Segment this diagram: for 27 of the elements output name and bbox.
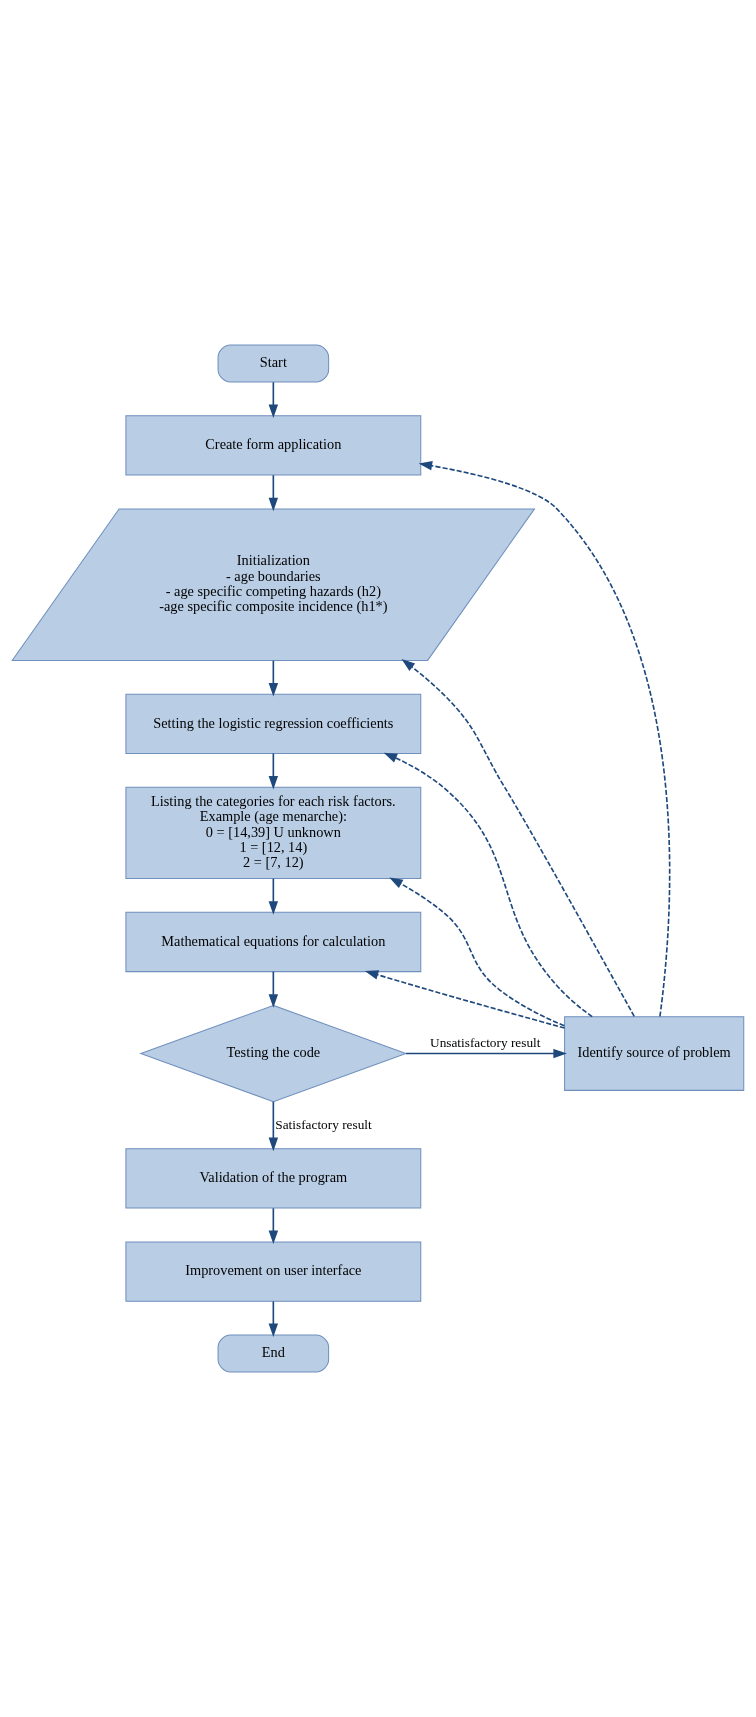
- arrow: [268, 1207, 279, 1245]
- arrow: [268, 970, 279, 1008]
- arrow: [401, 659, 635, 1018]
- node-box: Create form application: [125, 415, 422, 476]
- arrow: [405, 1048, 567, 1059]
- node-box: Mathematical equations for calculation: [125, 911, 422, 973]
- node-box: End: [217, 1334, 330, 1373]
- node-diamond: Testing the code: [139, 1004, 408, 1103]
- arrow: [364, 970, 566, 1029]
- node-box: Start: [217, 344, 330, 383]
- node-box: Listing the categories for each risk factors. Example (age menarche): 0 = [14,39] U unknown 1 = [12, 14) 2 = [7, 12): [125, 786, 422, 879]
- arrow: [268, 474, 279, 512]
- node-box: Validation of the program: [125, 1148, 422, 1209]
- node-box: Identify source of problem: [564, 1016, 745, 1091]
- edge-label: Unsatisfactory result: [430, 1034, 541, 1050]
- node-box: Setting the logistic regression coefficients: [125, 693, 422, 755]
- arrow: [389, 877, 566, 1027]
- arrow: [268, 381, 279, 418]
- arrow: [268, 1300, 279, 1338]
- arrow: [268, 659, 279, 697]
- arrow: [418, 461, 671, 1018]
- node-box: Improvement on user interface: [125, 1241, 422, 1302]
- edge-label: Satisfactory result: [275, 1116, 372, 1132]
- arrow: [268, 1100, 279, 1152]
- arrow: [268, 877, 279, 915]
- arrow: [268, 752, 279, 790]
- arrow: [383, 752, 593, 1018]
